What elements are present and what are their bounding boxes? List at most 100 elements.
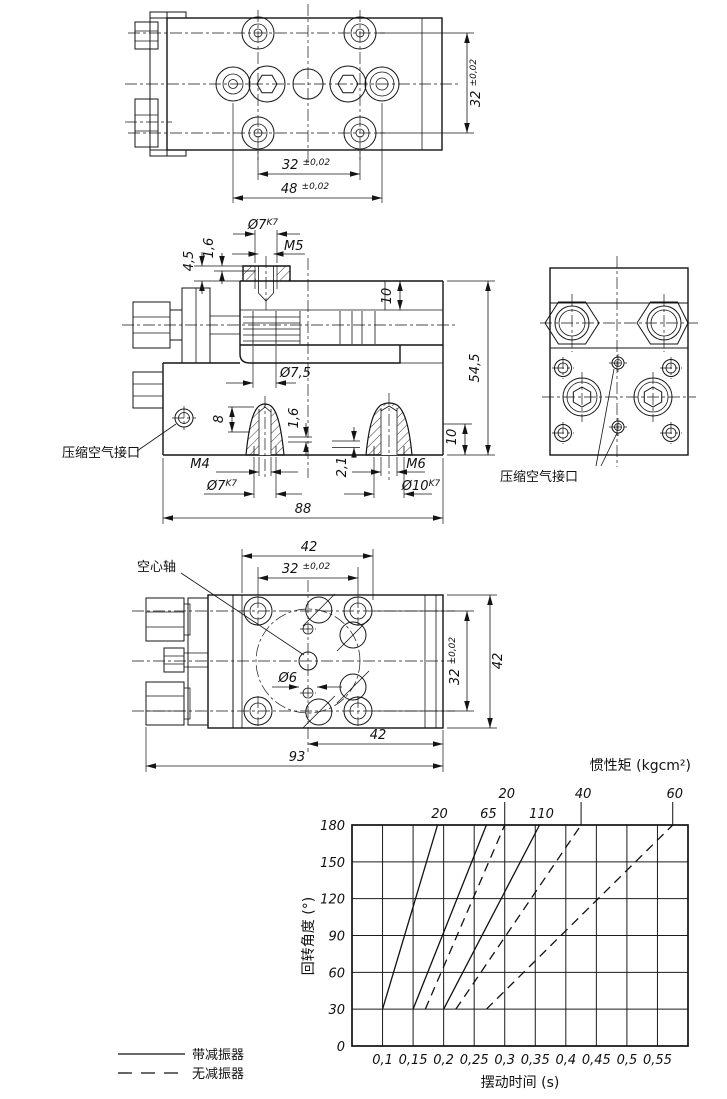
y-tick-label: 180	[320, 819, 345, 834]
dim-label: 32 ±0,02	[282, 562, 331, 577]
dim-32-top: 32 ±0,02	[257, 562, 359, 595]
top-view: 32 ±0,02 32 ±0,02 48 ±0,02	[125, 4, 484, 203]
dim-label: Ø7K7	[247, 218, 278, 233]
dim-m6: M6	[352, 457, 426, 476]
series-label: 60	[666, 787, 683, 802]
dim-rows-32: 32 ±0,02	[376, 32, 484, 134]
dim-32-right: 32 ±0,02	[374, 610, 474, 712]
holes	[215, 16, 400, 150]
dim-label: 32 ±0,02	[448, 637, 463, 686]
dim-93: 93	[145, 727, 443, 772]
series-line-65	[412, 824, 488, 1010]
dim-42-bottom: 42	[308, 728, 444, 772]
x-tick-label: 0,3	[494, 1053, 515, 1068]
dim-label: M5	[284, 239, 304, 254]
centerlines	[122, 256, 458, 480]
series-line-60	[485, 824, 674, 1010]
dim-label: 42	[491, 653, 506, 670]
x-tick-label: 0,25	[460, 1053, 489, 1068]
shaft-callout: 空心轴	[137, 560, 305, 656]
series-label: 20	[498, 787, 515, 802]
dim-m4: M4	[190, 457, 298, 476]
dim-label: 8	[212, 415, 227, 423]
dim-label: 10	[445, 429, 460, 446]
x-tick-label: 0,4	[555, 1053, 576, 1068]
air-port-label: 压缩空气接口	[62, 445, 140, 461]
x-tick-label: 0,45	[582, 1053, 611, 1068]
air-port-callout-side: 压缩空气接口	[500, 368, 618, 485]
y-tick-label: 150	[320, 856, 345, 871]
dim-nozzle-8: 8	[212, 406, 254, 433]
dim-label: 42	[370, 728, 387, 743]
dim-lip-16-bottom: 1,6	[287, 408, 312, 456]
dim-step-10-bottom: 10	[443, 423, 472, 455]
dim-label: M4	[190, 457, 210, 472]
series-line-110	[443, 824, 541, 1010]
dim-plate-10: 10	[380, 281, 403, 310]
legend-label: 无减振器	[192, 1067, 244, 1082]
corner-screws	[552, 357, 682, 444]
chart-title: 惯性矩 (kgcm²)	[590, 757, 691, 774]
dim-42-top: 42	[241, 540, 374, 600]
series-label: 65	[480, 807, 497, 822]
dim-label: 32 ±0,02	[469, 59, 484, 108]
centerlines	[125, 4, 458, 164]
dim-label: Ø7,5	[279, 366, 311, 381]
y-tick-label: 120	[320, 893, 345, 908]
x-tick-label: 0,35	[521, 1053, 550, 1068]
series-label: 110	[529, 807, 554, 822]
dim-d7k7-top: Ø7K7	[233, 218, 300, 263]
dim-outer-48: 48 ±0,02	[232, 103, 383, 203]
side-view: 压缩空气接口	[500, 256, 698, 485]
x-tick-label: 0,15	[399, 1053, 428, 1068]
x-tick-label: 0,2	[433, 1053, 454, 1068]
hex-socket	[337, 74, 359, 94]
bolt-circle	[255, 608, 361, 714]
dim-label: M6	[406, 457, 426, 472]
dim-m5: M5	[232, 239, 305, 257]
dim-label: 54,5	[468, 354, 483, 383]
dim-d10k7: Ø10K7	[344, 457, 440, 498]
dim-label: 93	[289, 750, 306, 765]
dim-label: 32 ±0,02	[282, 158, 331, 173]
y-axis-label: 回转角度 (°)	[301, 897, 317, 975]
series-label: 20	[431, 807, 448, 822]
mounting-bracket	[145, 597, 209, 726]
dim-step-45: 4,5	[182, 251, 240, 294]
side-view-body	[549, 267, 689, 456]
dim-label: Ø7K7	[206, 479, 237, 494]
dim-label: 88	[295, 502, 312, 517]
x-tick-label: 0,55	[643, 1053, 672, 1068]
left-fittings	[132, 287, 240, 409]
dim-label: 42	[301, 540, 318, 555]
dim-bore-75: Ø7,5	[226, 346, 311, 388]
series-line-20	[381, 824, 439, 1010]
dim-width-88: 88	[162, 458, 444, 524]
dim-label: 2,1	[335, 457, 350, 478]
hex-socket	[256, 74, 278, 94]
centerlines	[540, 256, 698, 467]
series-label: 40	[575, 787, 592, 802]
air-port-label: 压缩空气接口	[500, 469, 578, 485]
dim-42-right: 42	[447, 594, 506, 729]
top-boss	[242, 265, 291, 302]
y-tick-label: 0	[337, 1040, 345, 1055]
x-tick-label: 0,5	[617, 1053, 638, 1068]
y-tick-label: 90	[328, 930, 345, 945]
dim-label: Ø6	[277, 671, 297, 686]
dim-label: 48 ±0,02	[281, 182, 330, 197]
dim-lip-21: 2,1	[332, 427, 360, 477]
dim-d7k7-bottom: Ø7K7	[204, 457, 302, 498]
front-view: Ø7K7 M5 1,6 4,5 10 54,5	[62, 218, 495, 524]
series-line-20	[424, 824, 506, 1010]
dim-label: 10	[380, 288, 395, 305]
holes	[243, 593, 373, 729]
dim-label: Ø10K7	[401, 479, 441, 494]
x-tick-label: 0,1	[372, 1053, 393, 1068]
dim-label: 1,6	[287, 408, 302, 429]
y-tick-label: 60	[328, 966, 345, 981]
hollow-shaft-bore	[298, 651, 318, 671]
